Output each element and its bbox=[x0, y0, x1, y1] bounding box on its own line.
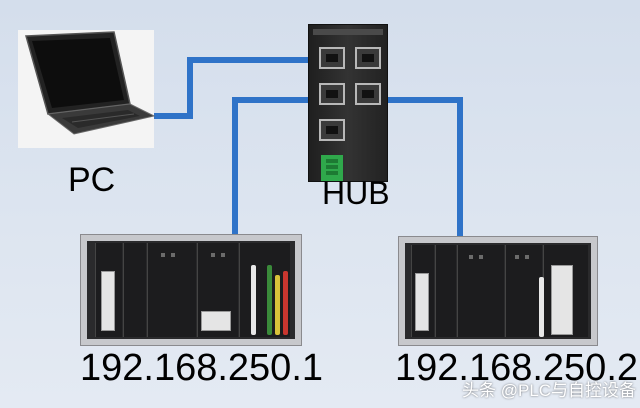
plc-2-module bbox=[505, 245, 542, 337]
plc-2-ip-label: 192.168.250.2 bbox=[395, 347, 639, 389]
hub-port-4 bbox=[355, 83, 381, 105]
plc-1-terminal-block bbox=[201, 311, 231, 331]
cable-pc-hub bbox=[134, 57, 328, 119]
plc-1-module bbox=[239, 243, 290, 337]
plc-1-wire bbox=[275, 275, 280, 335]
plc-2-led bbox=[515, 255, 519, 259]
hub-port-3 bbox=[319, 83, 345, 105]
cable-hub-plc1 bbox=[232, 97, 335, 240]
plc-2-led bbox=[525, 255, 529, 259]
plc-1-led bbox=[171, 253, 175, 257]
plc-2-device bbox=[398, 236, 598, 346]
plc-1-wire bbox=[283, 271, 288, 335]
plc-2-terminal-block bbox=[551, 265, 573, 335]
plc-1-module bbox=[123, 243, 146, 337]
plc-2-led bbox=[479, 255, 483, 259]
plc-1-module bbox=[147, 243, 196, 337]
plc-1-wire bbox=[251, 265, 256, 335]
hub-port-5 bbox=[319, 119, 345, 141]
hub-device bbox=[308, 24, 388, 182]
hub-port-2 bbox=[355, 47, 381, 69]
plc-1-wire bbox=[267, 265, 272, 335]
hub-top-strip bbox=[313, 29, 383, 35]
plc-1-device bbox=[80, 234, 302, 346]
plc-2-terminal-block bbox=[415, 273, 429, 331]
watermark: 头条 @PLC与自控设备 bbox=[462, 381, 637, 400]
hub-port-1 bbox=[319, 47, 345, 69]
plc-2-led bbox=[469, 255, 473, 259]
plc-1-led bbox=[161, 253, 165, 257]
plc-2-module bbox=[457, 245, 504, 337]
plc-2-module bbox=[435, 245, 456, 337]
cable-hub-plc2 bbox=[380, 97, 463, 240]
plc-2-wire bbox=[539, 277, 544, 337]
hub-label: HUB bbox=[322, 175, 390, 211]
plc-1-terminal-block bbox=[101, 271, 115, 331]
laptop-icon bbox=[25, 31, 156, 135]
pc-label: PC bbox=[68, 161, 116, 199]
plc-1-ip-label: 192.168.250.1 bbox=[80, 347, 324, 389]
plc-1-led bbox=[211, 253, 215, 257]
plc-1-led bbox=[221, 253, 225, 257]
hub-power-terminal bbox=[321, 155, 343, 181]
